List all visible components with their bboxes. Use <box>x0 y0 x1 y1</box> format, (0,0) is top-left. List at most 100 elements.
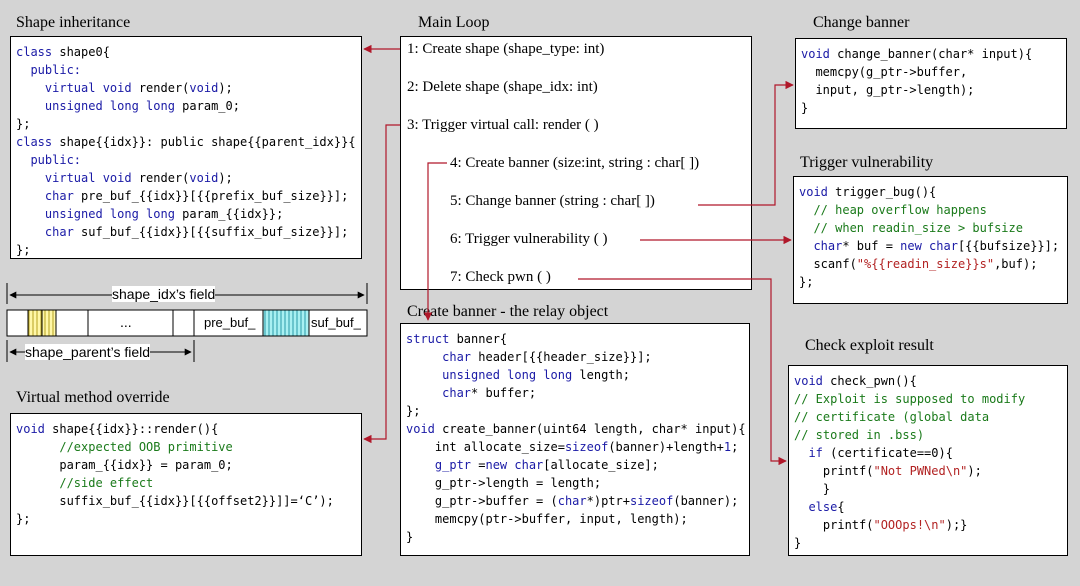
code-line: } <box>794 480 1067 498</box>
code-token: char <box>442 350 472 364</box>
code-token: char <box>557 494 587 508</box>
code-token: length; <box>572 368 630 382</box>
code-token: change_banner(char* input){ <box>829 47 1033 61</box>
change-banner-code: void change_banner(char* input){ memcpy(… <box>795 38 1067 129</box>
code-token: // when readin_size > bufsize <box>799 221 1023 235</box>
code-token: * buffer; <box>471 386 537 400</box>
code-line: class shape{{idx}}: public shape{{parent… <box>16 133 361 151</box>
code-line: // heap overflow happens <box>799 201 1067 219</box>
code-token: (banner); <box>673 494 739 508</box>
code-line: //side effect <box>16 474 361 492</box>
code-token: virtual void <box>44 81 132 95</box>
code-line: void change_banner(char* input){ <box>801 45 1066 63</box>
code-line: void check_pwn(){ <box>794 372 1067 390</box>
main-loop-title: Main Loop <box>418 14 490 31</box>
change-banner-title: Change banner <box>813 14 910 31</box>
code-token: param_{{idx}} = param_0; <box>16 458 233 472</box>
code-line: public: <box>16 61 361 79</box>
code-token: printf( <box>794 518 874 532</box>
code-token: sizeof <box>564 440 609 454</box>
code-line: input, g_ptr->length); <box>801 81 1066 99</box>
code-token: void <box>189 171 219 185</box>
code-line: char header[{{header_size}}]; <box>406 348 749 366</box>
code-token: trigger_bug(){ <box>827 185 937 199</box>
shape-inheritance-title: Shape inheritance <box>16 14 131 31</box>
pre-buf-label: pre_buf_ <box>204 315 256 330</box>
code-line: // certificate (global data <box>794 408 1067 426</box>
code-token: if <box>808 446 823 460</box>
code-line: char* buf = new char[{{bufsize}}]; <box>799 237 1067 255</box>
code-token: [allocate_size]; <box>543 458 659 472</box>
main-loop-item-check-pwn: 7: Check pwn ( ) <box>450 269 551 285</box>
main-loop-item-trigger-vulnerability: 6: Trigger vulnerability ( ) <box>450 231 608 247</box>
code-line: unsigned long long param_{{idx}}; <box>16 205 361 223</box>
code-token: );} <box>945 518 968 532</box>
code-line: int allocate_size=sizeof(banner)+length+… <box>406 438 749 456</box>
code-line: } <box>794 534 1067 552</box>
red-arrows <box>363 44 794 466</box>
code-token: }; <box>406 404 421 418</box>
check-exploit-code: void check_pwn(){ // Exploit is supposed … <box>788 365 1068 556</box>
code-line: virtual void render(void); <box>16 169 361 187</box>
code-token: char <box>44 189 74 203</box>
code-token: struct <box>406 332 450 346</box>
code-line: char suf_buf_{{idx}}[{{suffix_buf_size}}… <box>16 223 361 241</box>
code-token: input, g_ptr->length); <box>801 83 975 97</box>
code-line: g_ptr->buffer = (char*)ptr+sizeof(banner… <box>406 492 749 510</box>
code-token: } <box>406 530 414 544</box>
code-token: (banner)+length+ <box>608 440 724 454</box>
code-token: render( <box>131 81 190 95</box>
code-token: suffix_buf_{{idx}}[{{offset2}}]]=‘C’); <box>16 494 334 508</box>
code-token: void <box>794 374 823 388</box>
code-line: } <box>406 528 749 546</box>
code-token: create_banner(uint64 length, char* input… <box>434 422 746 436</box>
code-token: unsigned long long <box>44 99 175 113</box>
code-line: }; <box>406 402 749 420</box>
trigger-vulnerability-title: Trigger vulnerability <box>800 154 934 171</box>
main-loop-item-virtual-call: 3: Trigger virtual call: render ( ) <box>407 117 599 133</box>
main-loop-item-create-banner: 4: Create banner (size:int, string : cha… <box>450 155 700 171</box>
code-line: memcpy(ptr->buffer, input, length); <box>406 510 749 528</box>
shape-inheritance-code: class shape0{ public: virtual void rende… <box>10 36 362 259</box>
shape-idx-field-label: shape_idx’s field <box>112 286 216 302</box>
code-token: new char <box>485 458 544 472</box>
code-token: int allocate_size= <box>406 440 565 454</box>
code-token: char <box>44 225 74 239</box>
code-line: param_{{idx}} = param_0; <box>16 456 361 474</box>
code-token: * buf = <box>842 239 901 253</box>
code-token: new char <box>900 239 958 253</box>
code-token: class <box>16 45 53 59</box>
suf-buf-label: suf_buf_ <box>311 315 361 330</box>
code-token: unsigned long long <box>442 368 573 382</box>
trigger-vulnerability-code: void trigger_bug(){ // heap overflow hap… <box>793 176 1068 304</box>
code-token: // stored in .bss) <box>794 428 925 442</box>
code-token: // Exploit is supposed to modify <box>794 392 1026 406</box>
code-token: void <box>799 185 828 199</box>
create-banner-code: struct banner{ char header[{{header_size… <box>400 323 750 556</box>
code-token: shape{{idx}}: public shape{{parent_idx}}… <box>52 135 356 149</box>
check-exploit-title: Check exploit result <box>805 337 934 354</box>
code-token: public: <box>30 153 82 167</box>
code-token: void <box>189 81 219 95</box>
code-line: char pre_buf_{{idx}}[{{prefix_buf_size}}… <box>16 187 361 205</box>
code-token: } <box>794 536 802 550</box>
code-line: } <box>801 99 1066 117</box>
code-token: shape{{idx}}::render(){ <box>44 422 219 436</box>
code-token: suf_buf_{{idx}}[{{suffix_buf_size}}]; <box>73 225 349 239</box>
virtual-override-code: void shape{{idx}}::render(){ //expected … <box>10 413 362 556</box>
code-token: 1 <box>723 440 732 454</box>
code-token: check_pwn(){ <box>822 374 917 388</box>
code-line: }; <box>16 241 361 259</box>
code-line: // Exploit is supposed to modify <box>794 390 1067 408</box>
code-token: shape0{ <box>52 45 110 59</box>
code-line: virtual void render(void); <box>16 79 361 97</box>
code-line: unsigned long long param_0; <box>16 97 361 115</box>
code-token: ); <box>218 81 233 95</box>
code-token: printf( <box>794 464 874 478</box>
code-token: banner{ <box>449 332 508 346</box>
code-token: g_ptr <box>434 458 472 472</box>
code-line: g_ptr =new char[allocate_size]; <box>406 456 749 474</box>
main-loop-item-delete-shape: 2: Delete shape (shape_idx: int) <box>407 79 598 95</box>
code-line: if (certificate==0){ <box>794 444 1067 462</box>
code-token: header[{{header_size}}]; <box>471 350 652 364</box>
